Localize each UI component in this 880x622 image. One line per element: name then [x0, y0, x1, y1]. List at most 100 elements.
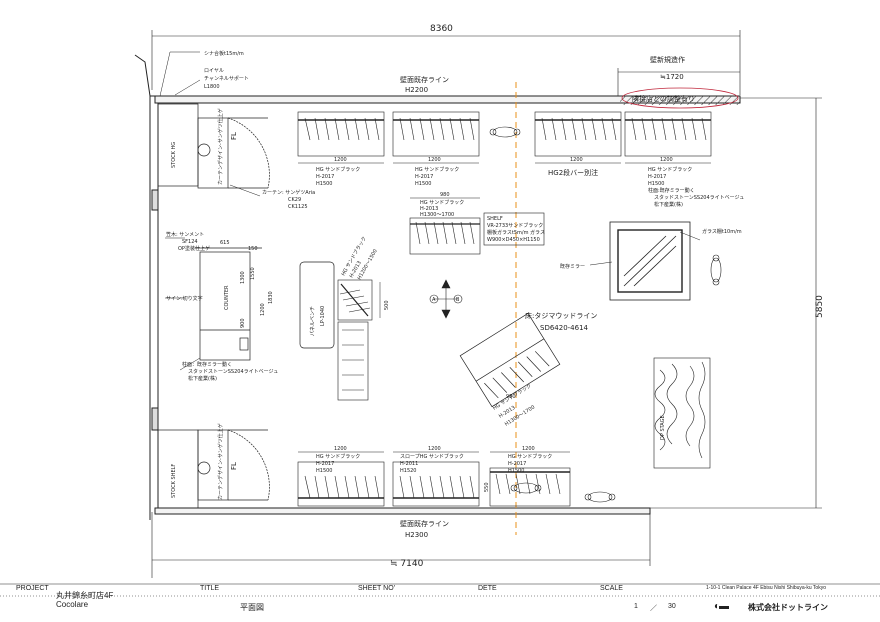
neighbor-note: 隣接店との調整有り — [632, 94, 695, 103]
royal-callout-2: チャンネルサポート — [204, 75, 249, 82]
counter-paint-2: SF124 — [182, 239, 198, 245]
pillar-right-3: 松下産業(株) — [654, 201, 683, 208]
hg-bot2-line1: スロープHG サンドブラック — [400, 453, 464, 460]
hanger-rack-top-2 — [392, 111, 480, 157]
company-address: 1-10-1 Clean Palace 4F Ebisu Nishi Shibu… — [706, 585, 826, 591]
curtain-callout-2: CK29 — [288, 197, 301, 203]
dim-1300: 1300 — [240, 271, 246, 284]
hg-top4-line2: H-2017 — [648, 174, 666, 180]
top-wall-label: 壁面既存ライン — [400, 75, 449, 84]
hanger-rack-mid — [409, 197, 481, 255]
right-height-label: 5850 — [815, 295, 825, 318]
top-width-label: 8360 — [430, 24, 453, 34]
dim-1200-c: 1200 — [570, 157, 583, 163]
title-block-frame — [0, 583, 880, 597]
company-logo: ◐▬ — [714, 601, 729, 612]
bottom-wall-height: H2300 — [405, 531, 428, 539]
shelf-mid-line2: VR-2733サンドブラック — [487, 222, 543, 229]
company-name: 株式会社ドットライン — [748, 603, 828, 612]
hg-mid-line1: HG サンドブラック — [420, 199, 464, 206]
dim-615: 615 — [220, 240, 230, 246]
pillar-callout-3: 松下産業(株) — [188, 375, 217, 382]
hg-top1-line2: H-2017 — [316, 174, 334, 180]
curtain-callout-3: CK1125 — [288, 204, 308, 210]
stock-hg-label: STOCK HG — [171, 142, 177, 168]
hg-bot2-line3: H1520 — [400, 468, 416, 474]
dim-900: 900 — [240, 318, 246, 328]
scale-header: SCALE — [600, 585, 623, 592]
dim-1200-g: 1200 — [522, 446, 535, 452]
hg-top1-line1: HG サンドブラック — [316, 166, 360, 173]
stock-shelf-label: STOCK SHELF — [171, 464, 177, 498]
dim-980-a: 980 — [440, 192, 450, 198]
dim-1830: 1830 — [268, 291, 274, 304]
dim-150: 150 — [248, 246, 258, 252]
dim-1200-f: 1200 — [428, 446, 441, 452]
sheet-number: 1 — [634, 603, 638, 610]
stool-bottom-2 — [584, 491, 616, 503]
curtain-callout-1: カーテン: サンゲツAria — [262, 189, 315, 196]
fitting-room-bottom — [157, 429, 270, 509]
counter-paint-1: 笠木: サンメント — [166, 231, 204, 238]
hg-bot1-line1: HG サンドブラック — [316, 453, 360, 460]
hg-bot3-line2: H-2017 — [508, 461, 526, 467]
sheet-header: SHEET NO' — [358, 585, 395, 592]
fitting-fl-label: FL — [230, 132, 238, 140]
bench-code: LP-1040 — [320, 306, 326, 326]
fitting-note-2: カーテンデザイン-サンゲツ仕上ゲ — [217, 423, 224, 500]
compass-b: B — [456, 297, 460, 303]
bottom-wall-label: 壁面既存ライン — [400, 519, 449, 528]
pillar-callout-2: スタッドストーンSS204ライトベージュ — [188, 368, 278, 375]
top-wall-height: H2200 — [405, 86, 428, 94]
stool-top — [489, 126, 521, 138]
existing-mirror — [609, 221, 691, 301]
new-wall-dimension — [617, 68, 740, 96]
hg-bot2-line2: H-2011 — [400, 461, 418, 467]
glass-shelf-callout: ガラス棚t10m/m — [702, 228, 742, 235]
hg-bot1-line3: H1500 — [316, 468, 332, 474]
hanger-rack-bottom-2 — [392, 451, 480, 507]
counter — [195, 247, 262, 361]
floor-code: SD6420-4614 — [540, 324, 589, 332]
project-brand: Cocolare — [56, 600, 89, 609]
bottom-width-label: ≒ 7140 — [390, 559, 424, 569]
date-header: DETE — [478, 585, 497, 592]
fitting-room-top — [157, 103, 270, 189]
dp-stage-label: DP STAGE — [660, 415, 666, 440]
hg-top1-line3: H1500 — [316, 181, 332, 187]
bench-label: パネルベンチ — [310, 306, 316, 336]
sheet-total: 30 — [668, 603, 676, 610]
royal-callout-1: ロイヤル — [204, 68, 224, 74]
compass-a: A — [432, 297, 436, 303]
dim-1200-a: 1200 — [334, 157, 347, 163]
pillar-callout-1: 柱面：既存ミラー動く — [182, 361, 232, 368]
hg-mid-line2: H-2013 — [420, 206, 438, 212]
hanger-rack-top-1 — [297, 111, 385, 157]
new-wall-hatch — [620, 96, 740, 105]
hanger-rack-top-3 — [534, 111, 622, 157]
hg-top2-line1: HG サンドブラック — [415, 166, 459, 173]
dim-980-b: 980 — [506, 394, 516, 400]
hg-bot3-line1: HG サンドブラック — [508, 453, 552, 460]
project-header: PROJECT — [16, 585, 49, 592]
title-header: TITLE — [200, 585, 220, 592]
top-dimension — [151, 30, 741, 95]
dim-1200-v: 1200 — [260, 303, 266, 316]
sheet-separator: ／ — [650, 605, 657, 612]
neighbor-adjust-ring — [621, 87, 739, 109]
dp-stage — [653, 357, 711, 469]
shelf-mid-line4: W900×D450×H1150 — [487, 237, 540, 243]
dim-1550: 1550 — [250, 267, 256, 280]
sign-callout: サイン:切り文字 — [166, 295, 203, 302]
project-name: 丸井錦糸町店4F — [56, 591, 114, 600]
floor-label: 床:タジマウッドライン — [525, 311, 597, 320]
fitting-note: カーテンデザイン-サンゲツ仕上ゲ — [217, 108, 224, 185]
title-block: PROJECT 丸井錦糸町店4F Cocolare TITLE 平面図 SHEE… — [0, 583, 880, 622]
hg2-callout: HG2段バー別注 — [548, 168, 598, 177]
new-wall-width: ≒1720 — [660, 73, 684, 81]
shina-callout: シナ合板t15m/m — [204, 50, 244, 57]
royal-callout-3: L1800 — [204, 84, 220, 90]
counter-paint-3: OP塗装仕上ゲ — [178, 245, 210, 252]
stool-right — [710, 254, 722, 286]
